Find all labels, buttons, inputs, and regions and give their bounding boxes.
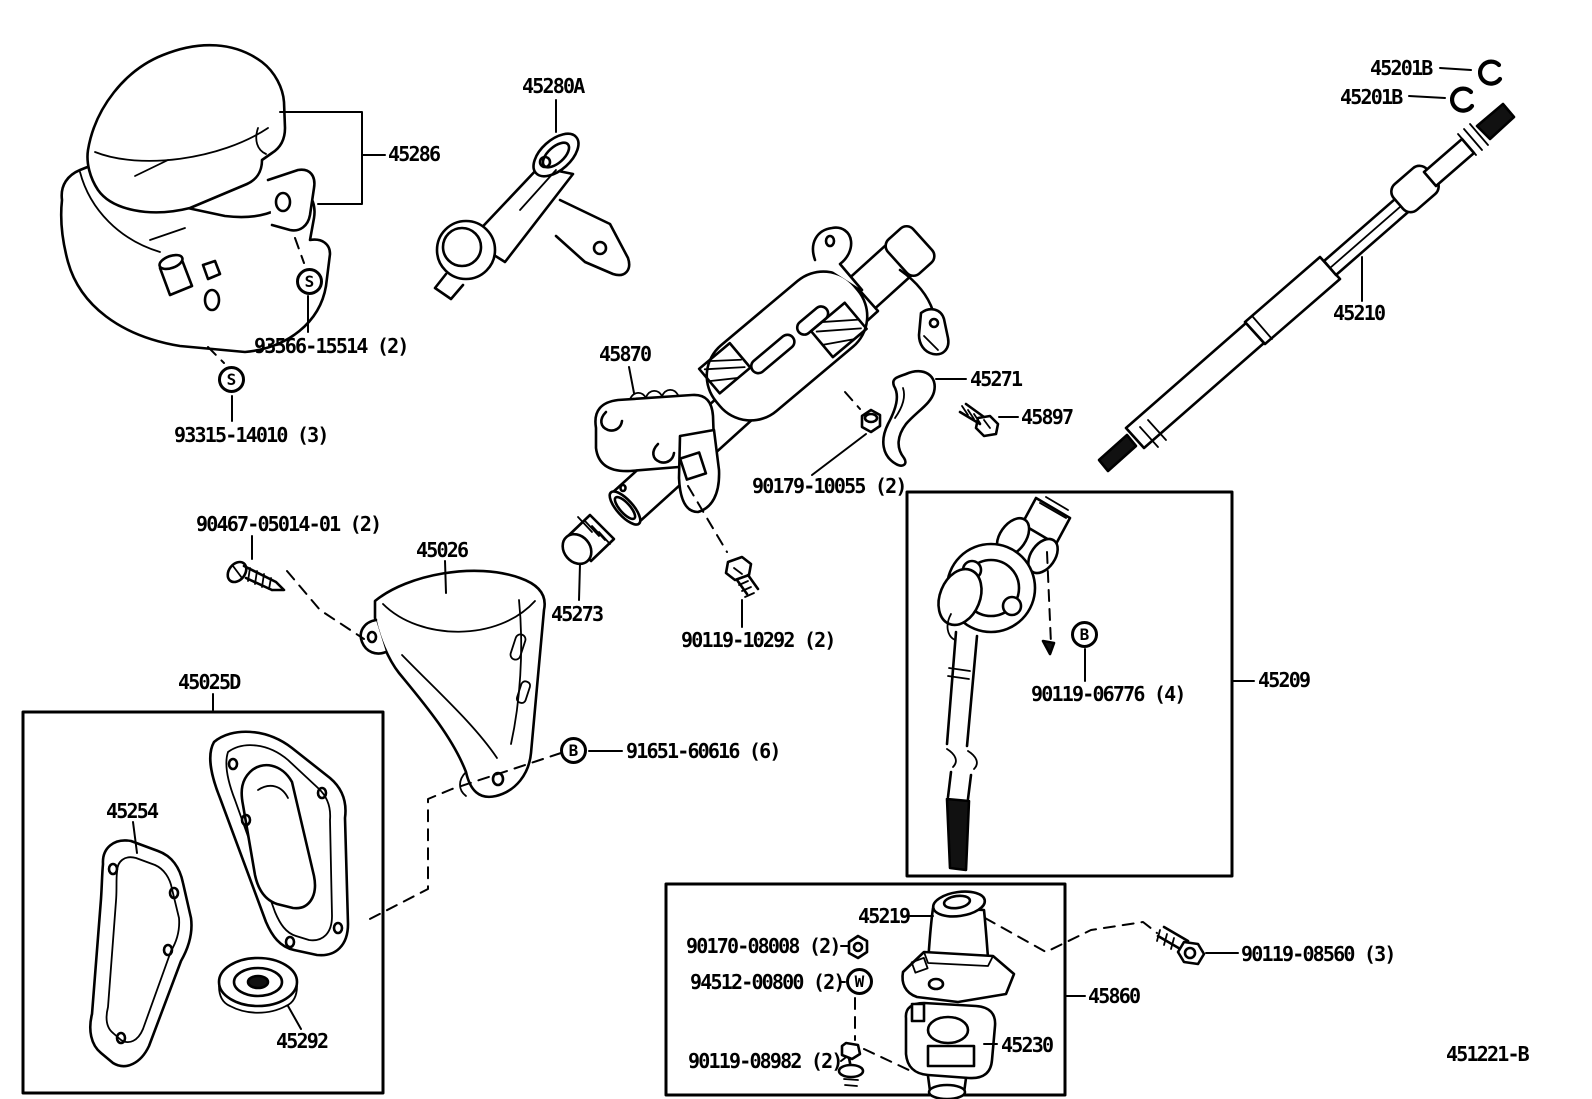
intermediate-shaft-box — [905, 490, 1234, 878]
screw-callout-icon-s-upper: S — [296, 268, 323, 295]
bolt-90119-10292-drawing — [724, 555, 760, 598]
lock-set-box — [664, 882, 1067, 1097]
part-label-93315-14010: 93315-14010 (3) — [174, 423, 329, 447]
column-tube-assembly-drawing — [594, 224, 950, 526]
part-label-90179-10055: 90179-10055 (2) — [752, 474, 907, 498]
part-label-45025D: 45025D — [178, 670, 241, 694]
part-label-90467-05014: 90467-05014-01 (2) — [196, 512, 382, 536]
column-covers-drawing — [59, 43, 332, 354]
part-label-93566-15514: 93566-15514 (2) — [254, 334, 409, 358]
part-label-90170-08008: 90170-08008 (2) — [686, 934, 841, 958]
part-label-45271: 45271 — [970, 367, 1023, 391]
stopper-bracket-drawing — [882, 369, 936, 467]
main-shaft-drawing — [1097, 59, 1516, 473]
bolt-callout-icon-b-shaft: B — [1071, 621, 1098, 648]
bolt-90119-08982-drawing — [837, 1041, 865, 1087]
part-label-90119-10292: 90119-10292 (2) — [681, 628, 836, 652]
part-label-45230: 45230 — [1001, 1033, 1054, 1057]
bolt-45897-drawing — [958, 402, 1000, 438]
leader-lines — [132, 67, 1472, 1062]
nut-90170-drawing — [847, 934, 869, 960]
bolt-callout-icon-b-cover: B — [560, 737, 587, 764]
part-label-90119-08560: 90119-08560 (3) — [1241, 942, 1396, 966]
diagram-code: 451221-B — [1446, 1042, 1530, 1066]
part-label-90119-08982: 90119-08982 (2) — [688, 1049, 843, 1073]
e-clip-icon — [1477, 59, 1503, 86]
part-label-45201B-lower: 45201B — [1340, 85, 1403, 109]
part-label-45026: 45026 — [416, 538, 469, 562]
screw-callout-icon-s-lower: S — [218, 366, 245, 393]
detail-boxes — [21, 490, 1234, 1097]
part-label-45897: 45897 — [1021, 405, 1074, 429]
screw-90467-drawing — [226, 560, 286, 592]
part-label-94512-00800: 94512-00800 (2) — [690, 970, 845, 994]
cover-kit-box — [21, 710, 385, 1095]
intermediate-shaft-drawing — [937, 496, 1072, 872]
washer-callout-icon-w: W — [846, 968, 873, 995]
bolt-90119-08560-drawing — [1156, 925, 1206, 966]
lock-cylinder-drawing — [901, 890, 1016, 1004]
part-label-90119-06776: 90119-06776 (4) — [1031, 682, 1186, 706]
ignition-switch-drawing — [904, 1001, 997, 1099]
e-clip-icon — [1449, 86, 1475, 113]
bushing-45273-drawing — [561, 513, 616, 566]
nut-90179-drawing — [860, 408, 882, 434]
part-label-45860: 45860 — [1088, 984, 1141, 1008]
gasket-drawing — [89, 839, 193, 1068]
bearing-drawing — [217, 956, 299, 1014]
ignition-housing-drawing — [433, 132, 631, 301]
part-label-45292: 45292 — [276, 1029, 329, 1053]
part-label-45273: 45273 — [551, 602, 604, 626]
part-label-45870: 45870 — [599, 342, 652, 366]
dust-cover-drawing — [208, 730, 350, 957]
column-hole-cover-drawing — [359, 569, 546, 799]
part-label-45209: 45209 — [1258, 668, 1311, 692]
dashed-lines — [207, 237, 1158, 1073]
part-label-45219: 45219 — [858, 904, 911, 928]
part-label-45210: 45210 — [1333, 301, 1386, 325]
part-label-45201B-upper: 45201B — [1370, 56, 1433, 80]
part-label-91651-60616: 91651-60616 (6) — [626, 739, 781, 763]
part-label-45280A: 45280A — [522, 74, 585, 98]
part-label-45286: 45286 — [388, 142, 441, 166]
part-label-45254: 45254 — [106, 799, 159, 823]
